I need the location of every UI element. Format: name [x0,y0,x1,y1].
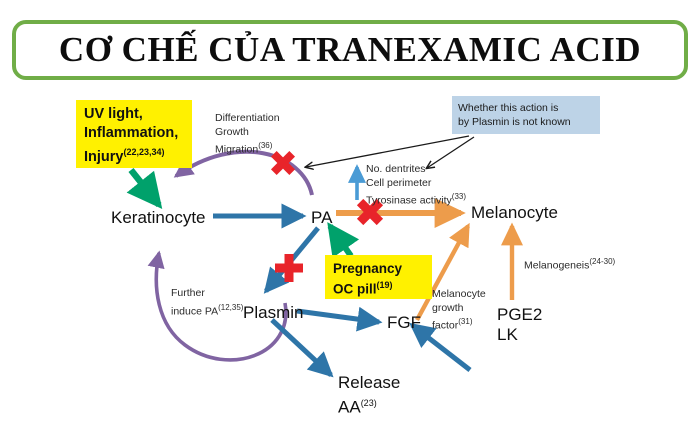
pregnancy-line2: OC pill [333,281,377,297]
node-release-aa: Release AA(23) [338,373,400,418]
further-line2: induce PA [171,305,219,317]
callout-plasmin-uncertainty: Whether this action is by Plasmin is not… [452,96,600,134]
callout-line2: by Plasmin is not known [458,116,571,128]
pregnancy-reference: (19) [376,280,393,290]
arrow-callout-to-dentrites [427,136,475,168]
arrow-pa-to-keratinocyte-differentiation [173,149,314,196]
further-line1: Further [171,287,205,299]
mgf-line3: factor [432,319,459,332]
pge2-line2: LK [497,325,518,344]
node-fgf: FGF [387,313,421,332]
node-pge2-lk: PGE2 LK [497,305,542,345]
node-keratinocyte: Keratinocyte [111,208,206,227]
uv-reference: (22,23,34) [123,147,165,157]
red-x-on-orange-arrow [356,198,384,226]
dgm-line3: Migration [215,143,259,156]
page-title: CƠ CHẾ CỦA TRANEXAMIC ACID [58,30,642,69]
annotation-dentrites-perimeter-tyrosinase: No. dentrites Cell perimeter Tyrosinase … [366,163,466,208]
arrow-further-induce-pa [147,250,288,362]
title-banner: CƠ CHẾ CỦA TRANEXAMIC ACID [12,20,688,80]
red-x-on-blue-diagonal-arrow [275,254,303,282]
release-line1: Release [338,373,401,392]
annotation-melanogenesis: Melanogeneis(24-30) [524,255,615,273]
arrow-growth-factor-to-melanocyte [415,222,470,322]
node-pa: PA [311,208,333,227]
node-melanocyte: Melanocyte [471,203,558,222]
arrow-uv-to-keratinocyte [126,167,163,210]
annotation-melanocyte-growth-factor: Melanocyte growth factor(31) [432,288,486,333]
release-reference: (23) [360,398,377,408]
red-x-on-purple-arrow [270,150,296,176]
arrow-pregnancy-to-pa [327,222,360,258]
melanogenesis-reference: (24-30) [589,257,616,266]
annotation-differentiation-growth-migration: Differentiation Growth Migration(36) [215,112,280,157]
pge2-line1: PGE2 [497,305,543,324]
dgm-line2: Growth [215,125,249,138]
mgf-reference: (31) [458,317,473,326]
stimulus-box-uv-inflammation-injury: UV light, Inflammation, Injury(22,23,34) [76,100,192,168]
uv-line1: UV light, [84,106,143,122]
arrow-release-aa-to-pge2 [409,322,472,372]
pregnancy-line1: Pregnancy [333,261,403,276]
callout-line1: Whether this action is [458,102,559,114]
dentrites-reference: (33) [451,192,467,201]
annotation-further-induce-pa: Further induce PA(12,35) [171,287,243,319]
mgf-line2: growth [432,301,464,314]
dgm-line1: Differentiation [215,112,280,124]
dentrites-line2: Cell perimeter [366,176,432,189]
node-plasmin: Plasmin [243,303,304,322]
mgf-line1: Melanocyte [432,288,486,300]
dentrites-line1: No. dentrites [366,163,426,175]
dgm-reference: (36) [258,141,273,150]
further-reference: (12,35) [218,302,244,312]
uv-line2: Inflammation, [84,125,179,141]
melanogenesis-text: Melanogeneis [524,259,590,272]
uv-line3: Injury [84,148,124,165]
arrow-callout-to-purple-x [306,135,470,167]
release-line2: AA [338,397,361,417]
arrow-plasmin-to-fgf [296,306,383,332]
arrow-plasmin-to-release-aa [270,318,334,378]
dentrites-line3: Tyrosinase activity [366,194,452,207]
stimulus-box-pregnancy-oc-pill: Pregnancy OC pill(19) [325,255,432,299]
